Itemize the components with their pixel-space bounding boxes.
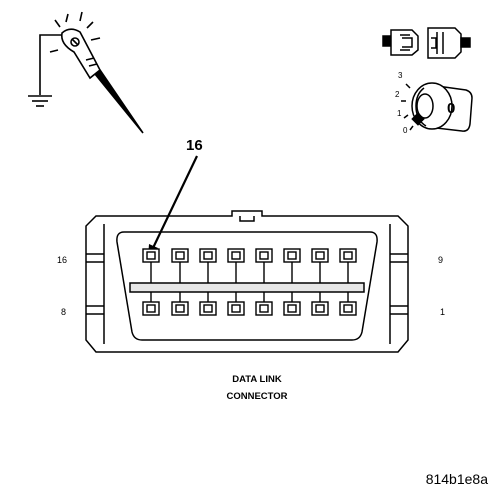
pin-1 (339, 292, 357, 316)
left-bottom-pin-label: 8 (61, 307, 66, 317)
pin-12 (255, 248, 273, 283)
connector-caption-line2: CONNECTOR (226, 391, 287, 402)
ignition-key-icon (401, 82, 473, 132)
pin-11 (283, 248, 301, 283)
pin-2 (311, 292, 329, 316)
pin-13 (227, 248, 245, 283)
pin-16 (142, 248, 160, 283)
test-light-icon (28, 11, 144, 134)
data-link-connector (85, 210, 409, 353)
pin-6 (199, 292, 217, 316)
pin-3 (283, 292, 301, 316)
callout-pin-number: 16 (186, 137, 203, 154)
ignition-position-2: 2 (395, 90, 400, 99)
disconnected-connector-icon (382, 27, 471, 59)
connector-pins (142, 248, 357, 316)
callout-leader-arrow (148, 155, 198, 258)
pin-5 (227, 292, 245, 316)
pin-7 (171, 292, 189, 316)
ignition-position-0: 0 (403, 126, 408, 135)
right-top-pin-label: 9 (438, 255, 443, 265)
pin-8 (142, 292, 160, 316)
key-position-label: 0 (447, 100, 455, 117)
connector-caption-line1: DATA LINK (232, 374, 282, 385)
ignition-position-3: 3 (398, 71, 403, 80)
pin-14 (199, 248, 217, 283)
ignition-position-1: 1 (397, 109, 402, 118)
pin-9 (339, 248, 357, 283)
figure-id: 814b1e8a (426, 471, 489, 487)
left-top-pin-label: 16 (57, 255, 67, 265)
pin-10 (311, 248, 329, 283)
pin-4 (255, 292, 273, 316)
pin-15 (171, 248, 189, 283)
right-bottom-pin-label: 1 (440, 307, 445, 317)
